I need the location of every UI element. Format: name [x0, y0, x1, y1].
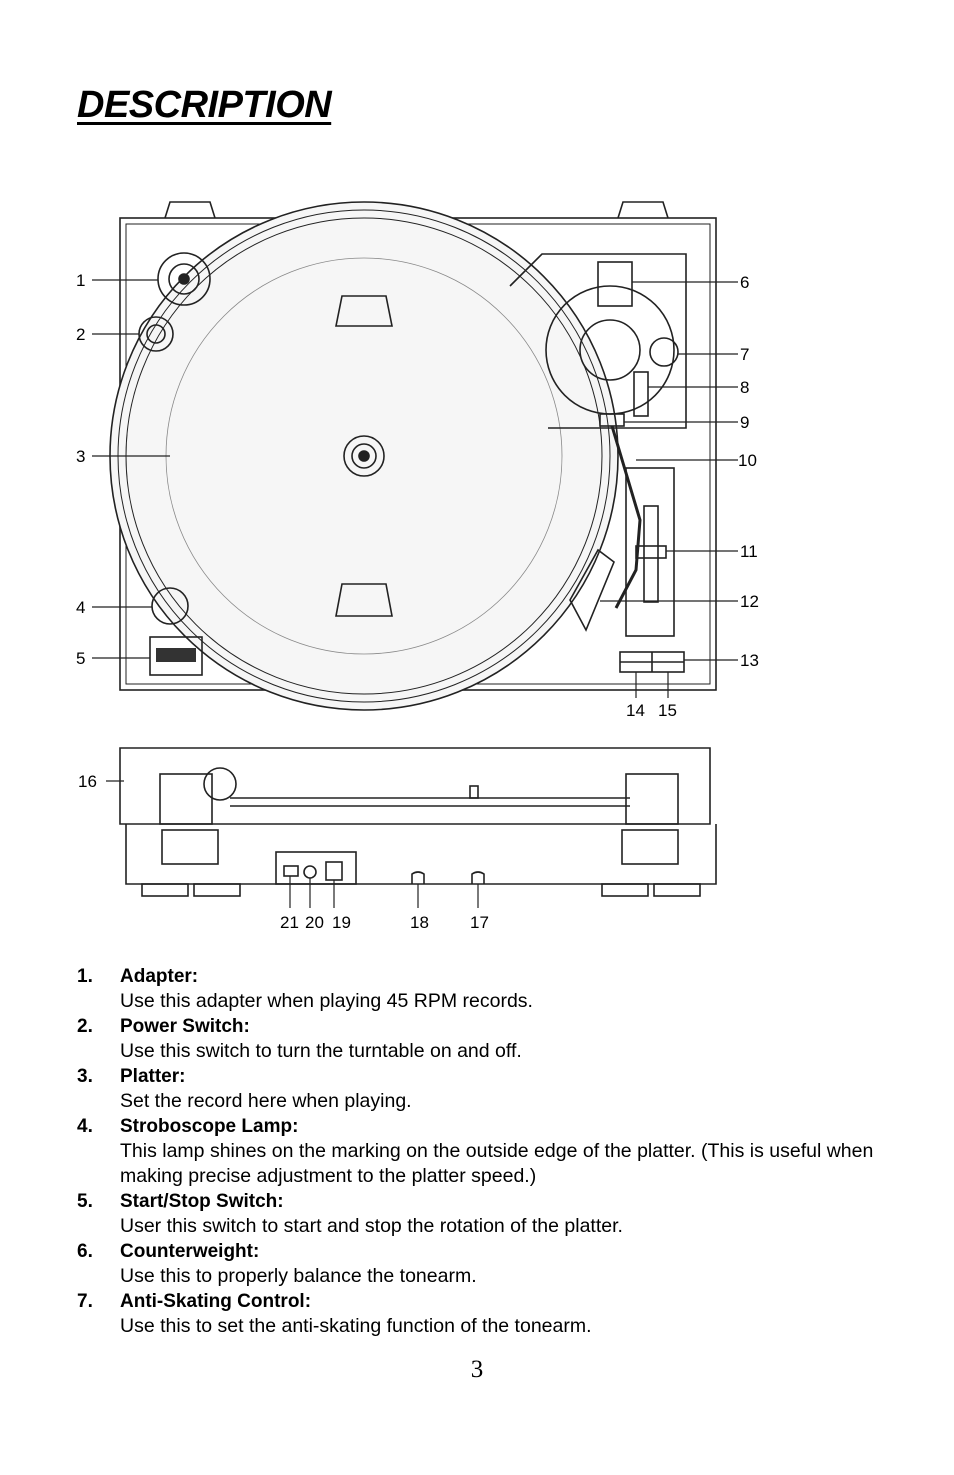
list-item: 7. Anti-Skating Control: Use this to set…: [77, 1289, 877, 1339]
item-description: Use this adapter when playing 45 RPM rec…: [120, 990, 533, 1012]
callout-3: 3: [76, 447, 85, 466]
callout-5: 5: [76, 649, 85, 668]
callout-2: 2: [76, 325, 85, 344]
page-title: DESCRIPTION: [77, 84, 332, 126]
list-item: 5. Start/Stop Switch: User this switch t…: [77, 1189, 877, 1239]
list-item: 3. Platter: Set the record here when pla…: [77, 1064, 877, 1114]
item-number: 3.: [77, 1066, 93, 1087]
callout-7: 7: [740, 345, 749, 364]
callout-19: 19: [332, 913, 351, 932]
item-name: Adapter:: [120, 966, 199, 987]
callout-13: 13: [740, 651, 759, 670]
item-number: 4.: [77, 1116, 93, 1137]
callout-12: 12: [740, 592, 759, 611]
item-number: 5.: [77, 1191, 93, 1212]
item-description: Use this switch to turn the turntable on…: [120, 1040, 522, 1062]
callout-20: 20: [305, 913, 324, 932]
item-name: Power Switch:: [120, 1016, 250, 1037]
callout-8: 8: [740, 378, 749, 397]
list-item: 2. Power Switch: Use this switch to turn…: [77, 1014, 877, 1064]
parts-list: 1. Adapter: Use this adapter when playin…: [77, 964, 877, 1339]
item-name: Start/Stop Switch:: [120, 1191, 284, 1212]
item-name: Stroboscope Lamp:: [120, 1116, 299, 1137]
item-description: Use this to properly balance the tonearm…: [120, 1265, 477, 1287]
callout-21: 21: [280, 913, 299, 932]
item-description: Set the record here when playing.: [120, 1090, 412, 1112]
list-item: 4. Stroboscope Lamp: This lamp shines on…: [77, 1114, 877, 1189]
callout-1: 1: [76, 271, 85, 290]
callout-6: 6: [740, 273, 749, 292]
item-number: 7.: [77, 1291, 93, 1312]
list-item: 6. Counterweight: Use this to properly b…: [77, 1239, 877, 1289]
item-description: This lamp shines on the marking on the o…: [120, 1140, 874, 1187]
callout-18: 18: [410, 913, 429, 932]
callout-14: 14: [626, 701, 645, 720]
callout-15: 15: [658, 701, 677, 720]
item-name: Counterweight:: [120, 1241, 260, 1262]
callout-4: 4: [76, 598, 85, 617]
turntable-diagram: 1 2 3 4 5 6 7 8 9 10 11 12 13 14 15 16 1…: [76, 201, 759, 932]
callout-16: 16: [78, 772, 97, 791]
callout-17: 17: [470, 913, 489, 932]
callout-10: 10: [738, 451, 757, 470]
page-number: 3: [470, 1356, 484, 1383]
item-name: Anti-Skating Control:: [120, 1291, 312, 1312]
callout-9: 9: [740, 413, 749, 432]
item-number: 2.: [77, 1016, 93, 1037]
item-description: User this switch to start and stop the r…: [120, 1215, 623, 1237]
item-number: 6.: [77, 1241, 93, 1262]
callout-11: 11: [740, 542, 758, 561]
list-item: 1. Adapter: Use this adapter when playin…: [77, 964, 877, 1014]
item-name: Platter:: [120, 1066, 186, 1087]
item-description: Use this to set the anti-skating functio…: [120, 1315, 592, 1337]
item-number: 1.: [77, 966, 93, 987]
